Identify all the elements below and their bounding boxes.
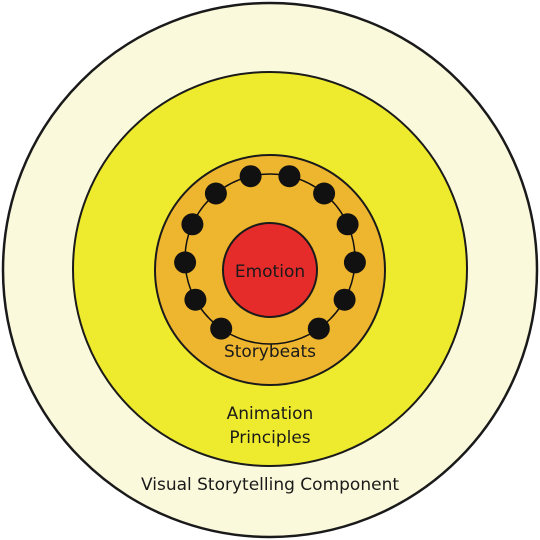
storybeat-dot [204, 182, 227, 205]
animation-principles-label-line-1: Animation [227, 404, 314, 424]
emotion-label: Emotion [235, 262, 305, 282]
animation-principles-label-line-2: Principles [229, 428, 310, 448]
storybeat-dot [336, 213, 359, 236]
storybeat-dot [174, 251, 197, 274]
storybeat-dot [184, 288, 207, 311]
storybeat-dot [307, 317, 330, 340]
storybeat-dot [181, 213, 204, 236]
storybeat-dot [239, 165, 262, 188]
storybeat-dot [343, 251, 366, 274]
storybeat-dots [174, 165, 366, 340]
storybeat-dot [333, 288, 356, 311]
storybeat-dot [278, 165, 301, 188]
visual-storytelling-label: Visual Storytelling Component [141, 475, 399, 495]
storybeat-dot [313, 182, 336, 205]
storybeats-label: Storybeats [224, 342, 316, 362]
storybeat-dot [210, 317, 233, 340]
emotion-circle [222, 222, 318, 318]
